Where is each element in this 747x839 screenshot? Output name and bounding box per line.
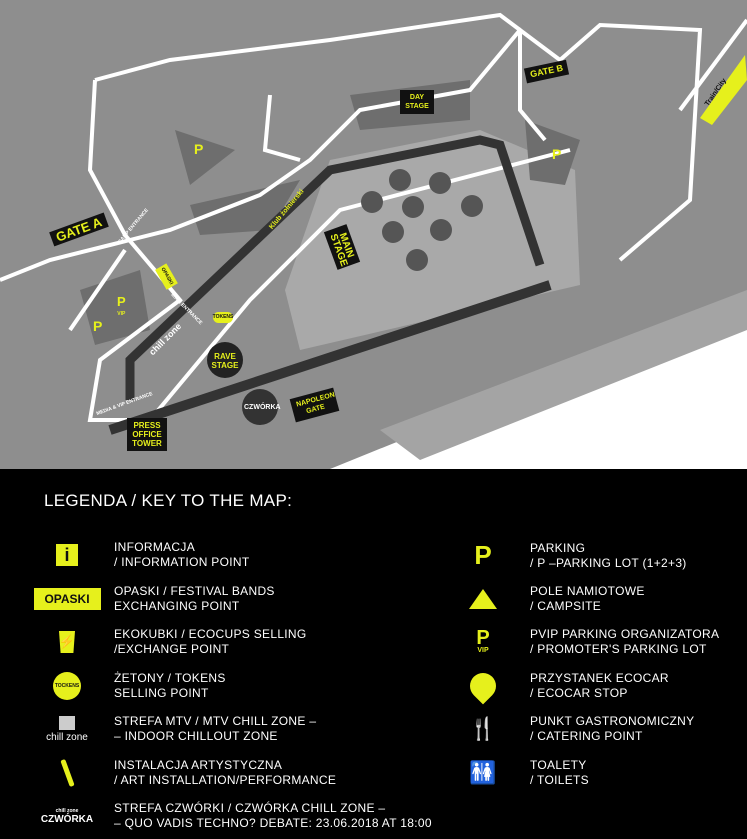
- fence-road: [125, 135, 545, 400]
- legend-line-1: OPASKI / FESTIVAL BANDS: [114, 583, 275, 598]
- legend-line-1: PRZYSTANEK ECOCAR: [530, 670, 669, 685]
- river-bank: [380, 290, 747, 460]
- legend: LEGENDA / KEY TO THE MAP: i INFORMACJA/ …: [0, 469, 747, 839]
- legend-line-2: SELLING POINT: [114, 685, 209, 700]
- map-parking-2[interactable]: P: [552, 146, 562, 162]
- parking-area-1: [175, 130, 235, 185]
- festival-map[interactable]: GATE A GATE B DAY STAGE MAIN STAGE RAVE …: [0, 0, 747, 469]
- legend-line-2: / PROMOTER'S PARKING LOT: [530, 642, 707, 656]
- legend-line-2: – INDOOR CHILLOUT ZONE: [114, 729, 278, 743]
- parking-icon: P: [474, 540, 492, 570]
- legend-line-2: / ART INSTALLATION/PERFORMANCE: [114, 772, 337, 787]
- legend-item: chill zone STREFA MTV / MTV CHILL ZONE –…: [32, 714, 316, 744]
- legend-line-1: EKOKUBKI / ECOCUPS SELLING: [114, 627, 307, 641]
- tokens-icon: TOCKENS: [32, 671, 102, 700]
- legend-line-1: INSTALACJA ARTYSTYCZNA: [114, 757, 283, 772]
- legend-text: STREFA MTV / MTV CHILL ZONE –– INDOOR CH…: [114, 714, 316, 744]
- map-vip-parking[interactable]: P VIP: [117, 294, 126, 319]
- map-parking-3[interactable]: P: [93, 318, 103, 334]
- legend-line-1: STREFA MTV / MTV CHILL ZONE –: [114, 714, 317, 728]
- campsite-icon: [448, 588, 518, 609]
- legend-item: ⚡ EKOKUBKI / ECOCUPS SELLING/EXCHANGE PO…: [32, 627, 307, 657]
- legend-line-1: TOALETY: [530, 757, 587, 772]
- legend-line-2: / INFORMATION POINT: [114, 555, 250, 569]
- ecocup-icon: ⚡: [32, 631, 102, 653]
- press-office-tower-label[interactable]: PRESS OFFICE TOWER: [127, 418, 167, 451]
- train-city-arrow: [700, 55, 747, 125]
- legend-text: INFORMACJA/ INFORMATION POINT: [114, 540, 249, 570]
- legend-text: PARKING/ P –PARKING LOT (1+2+3): [530, 541, 687, 571]
- parking-area-3: [80, 270, 150, 345]
- legend-line-1: POLE NAMIOTOWE: [530, 583, 645, 598]
- legend-item: PRZYSTANEK ECOCAR/ ECOCAR STOP: [448, 667, 669, 704]
- legend-item: 🚻 TOALETY/ TOILETS: [448, 758, 589, 788]
- czworka-map-label[interactable]: CZWÓRKA: [244, 404, 281, 411]
- legend-line-1: ŻETONY / TOKENS: [114, 670, 226, 685]
- legend-text: PUNKT GASTRONOMICZNY/ CATERING POINT: [530, 714, 694, 744]
- opaski-icon: OPASKI: [32, 587, 102, 610]
- legend-item: POLE NAMIOTOWE/ CAMPSITE: [448, 584, 645, 614]
- day-stage-label[interactable]: DAY STAGE: [400, 90, 434, 114]
- legend-line-1: PARKING: [530, 540, 586, 555]
- legend-title: LEGENDA / KEY TO THE MAP:: [44, 491, 293, 510]
- legend-item: i INFORMACJA/ INFORMATION POINT: [32, 540, 249, 570]
- ecocar-stop-icon: [448, 667, 518, 704]
- legend-item: P PARKING/ P –PARKING LOT (1+2+3): [448, 540, 687, 571]
- legend-line-1: STREFA CZWÓRKI / CZWÓRKA CHILL ZONE –: [114, 801, 386, 815]
- catering-icon: 🍴: [469, 716, 497, 741]
- rave-stage-label[interactable]: RAVE STAGE: [211, 352, 239, 370]
- legend-text: STREFA CZWÓRKI / CZWÓRKA CHILL ZONE –– Q…: [114, 801, 432, 831]
- legend-text: EKOKUBKI / ECOCUPS SELLING/EXCHANGE POIN…: [114, 627, 307, 657]
- toilets-icon: 🚻: [469, 759, 497, 785]
- legend-text: POLE NAMIOTOWE/ CAMPSITE: [530, 584, 645, 614]
- legend-line-2: / TOILETS: [530, 772, 589, 787]
- south-fence: [108, 280, 552, 435]
- vip-text: VIP: [117, 311, 126, 317]
- legend-item: 🍴 PUNKT GASTRONOMICZNY/ CATERING POINT: [448, 714, 694, 744]
- trees: [361, 169, 483, 271]
- legend-line-2: /EXCHANGE POINT: [114, 642, 230, 656]
- map-tokens-marker[interactable]: TOKENS: [213, 312, 233, 323]
- legend-line-2: / ECOCAR STOP: [530, 685, 628, 700]
- mtv-chill-zone-icon: chill zone: [32, 715, 102, 743]
- legend-line-2: EXCHANGING POINT: [114, 598, 240, 613]
- info-icon: i: [32, 544, 102, 566]
- brush-icon: [32, 758, 102, 787]
- map-graphics: [0, 12, 747, 469]
- legend-line-2: / CATERING POINT: [530, 729, 643, 743]
- legend-line-2: / P –PARKING LOT (1+2+3): [530, 555, 687, 570]
- legend-item: INSTALACJA ARTYSTYCZNA/ ART INSTALLATION…: [32, 758, 336, 788]
- legend-line-1: PVIP PARKING ORGANIZATORA: [530, 627, 720, 641]
- vip-p: P: [117, 294, 126, 309]
- legend-text: PVIP PARKING ORGANIZATORA / PROMOTER'S P…: [530, 627, 719, 657]
- map-parking-1[interactable]: P: [194, 141, 204, 157]
- legend-text: TOALETY/ TOILETS: [530, 758, 589, 788]
- legend-line-2: – QUO VADIS TECHNO? DEBATE: 23.06.2018 A…: [114, 816, 432, 830]
- legend-text: INSTALACJA ARTYSTYCZNA/ ART INSTALLATION…: [114, 758, 336, 788]
- legend-line-2: / CAMPSITE: [530, 598, 602, 613]
- legend-line-1: PUNKT GASTRONOMICZNY: [530, 714, 695, 728]
- legend-text: PRZYSTANEK ECOCAR/ ECOCAR STOP: [530, 671, 669, 701]
- legend-line-1: INFORMACJA: [114, 540, 195, 554]
